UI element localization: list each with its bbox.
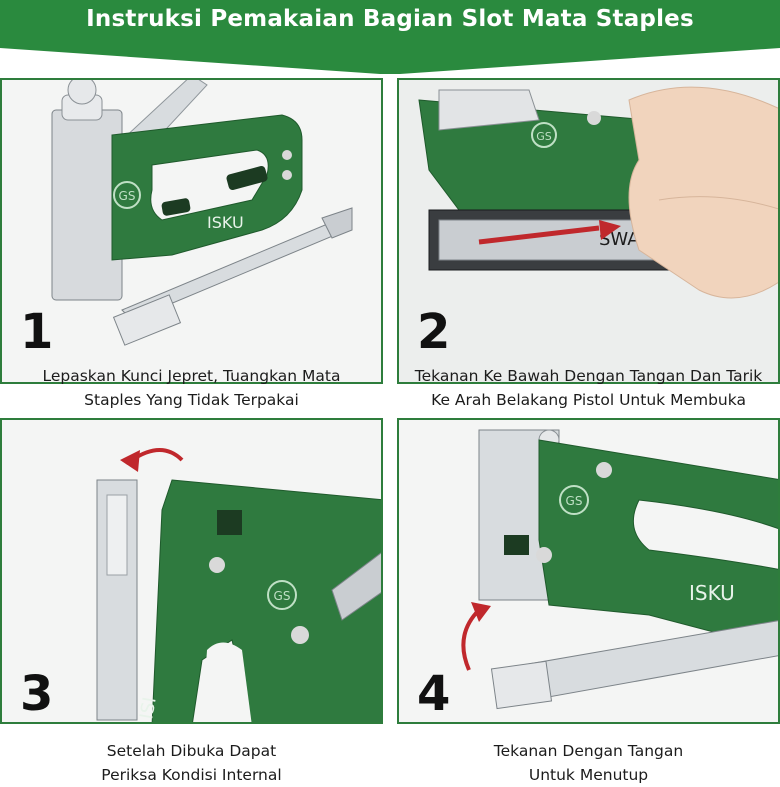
header-shape (0, 0, 780, 74)
step-1-image: GS ISKU 1 (0, 78, 383, 384)
step-number: 2 (417, 304, 451, 360)
caption-line: Lepaskan Kunci Jepret, Tuangkan Mata (42, 367, 341, 385)
brand-label: ISKU (689, 581, 735, 605)
gs-logo: GS (536, 130, 552, 143)
caption-line: Ke Arah Belakang Pistol Untuk Membuka (431, 391, 746, 409)
header-banner: Instruksi Pemakaian Bagian Slot Mata Sta… (0, 0, 780, 80)
caption-line: Setelah Dibuka Dapat (106, 742, 277, 760)
gs-logo: GS (119, 189, 136, 203)
stapler-inside-illustration: GS ISI (96, 448, 381, 722)
page-title: Instruksi Pemakaian Bagian Slot Mata Sta… (86, 6, 694, 32)
step-3-image: GS ISI 3 (0, 418, 383, 724)
step-number: 4 (417, 666, 451, 722)
stapler-close-illustration: GS ISKU (461, 429, 778, 710)
caption-line: Staples Yang Tidak Terpakai (84, 391, 299, 409)
gs-logo: GS (566, 494, 583, 508)
step-number: 1 (20, 304, 54, 360)
stapler-open-illustration: GS ISKU (51, 80, 353, 346)
brand-label: ISKU (207, 213, 244, 232)
caption-line: Tekanan Ke Bawah Dengan Tangan Dan Tarik (414, 367, 763, 385)
step-2-image: GS SWAYU 2 (397, 78, 780, 384)
step-2-caption: Tekanan Ke Bawah Dengan Tangan Dan Tarik… (397, 364, 780, 412)
stapler-pull-illustration: GS SWAYU (399, 80, 778, 382)
caption-line: Periksa Kondisi Internal (101, 766, 282, 784)
caption-line: Untuk Menutup (528, 766, 649, 784)
step-1-caption: Lepaskan Kunci Jepret, Tuangkan Mata Sta… (0, 364, 383, 412)
caption-line: Tekanan Dengan Tangan (493, 742, 684, 760)
step-number: 3 (20, 666, 54, 722)
brand-label: ISI (136, 696, 161, 721)
gs-logo: GS (274, 589, 291, 603)
step-4-image: GS ISKU 4 (397, 418, 780, 724)
